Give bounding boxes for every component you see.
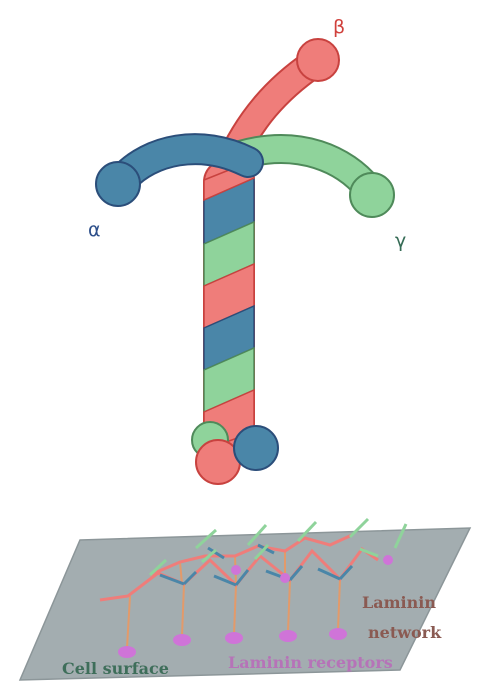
bottom-globule-blue xyxy=(234,426,278,470)
receptor-dot-icon xyxy=(279,630,297,642)
laminin-trimer-icon xyxy=(96,39,394,484)
receptor-dot-icon xyxy=(173,634,191,646)
receptor-dot-icon xyxy=(118,646,136,658)
network-label-line2: network xyxy=(368,623,442,642)
receptor-dot-icon xyxy=(280,573,290,583)
cell-surface-label: Cell surface xyxy=(62,659,169,678)
beta-label: β xyxy=(333,16,345,38)
receptors-label: Laminin receptors xyxy=(228,653,393,672)
network-label-line1: Laminin xyxy=(362,593,436,612)
coiled-coil-stem xyxy=(204,160,254,450)
alpha-globule xyxy=(96,162,140,206)
beta-globule xyxy=(297,39,339,81)
gamma-label: γ xyxy=(395,230,406,252)
receptor-dot-icon xyxy=(231,565,241,575)
receptor-dot-icon xyxy=(329,628,347,640)
receptor-dot-icon xyxy=(225,632,243,644)
alpha-label: α xyxy=(88,219,101,241)
gamma-globule xyxy=(350,173,394,217)
receptor-dot-icon xyxy=(383,555,393,565)
